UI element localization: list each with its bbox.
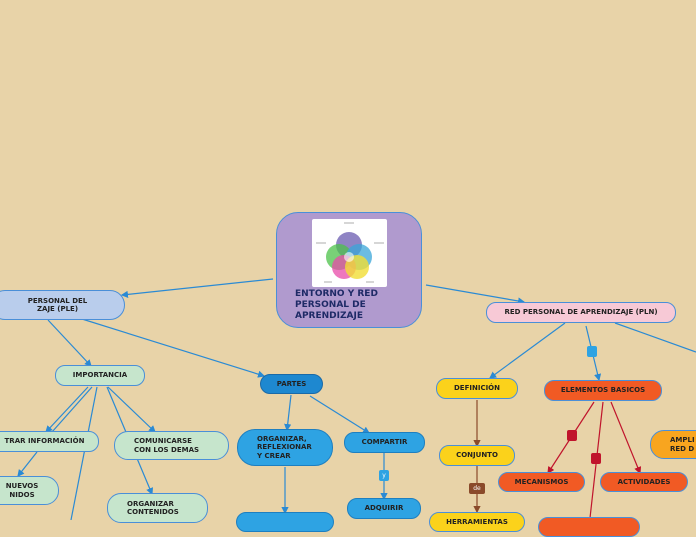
- pln-label: RED PERSONAL DE APRENDIZAJE (PLN): [504, 308, 658, 317]
- filtrar-informacion-node[interactable]: TRAR INFORMACIÓN: [0, 431, 99, 452]
- nuevos-contenidos-node[interactable]: NUEVOS NIDOS: [0, 476, 59, 505]
- elementos-basicos-label: ELEMENTOS BASICOS: [560, 386, 646, 395]
- partial-orange-node[interactable]: [538, 517, 640, 537]
- definicion-label: DEFINICIÓN: [454, 384, 500, 393]
- mecanismos-label: MECANISMOS: [514, 477, 569, 486]
- pln-node[interactable]: RED PERSONAL DE APRENDIZAJE (PLN): [486, 302, 676, 323]
- compartir-label: COMPARTIR: [361, 438, 408, 447]
- actividades-node[interactable]: ACTIVIDADES: [600, 472, 688, 492]
- comunicarse-node[interactable]: COMUNICARSE CON LOS DEMAS: [114, 431, 229, 460]
- collage-image: [312, 219, 387, 287]
- importancia-label: IMPORTANCIA: [72, 371, 128, 380]
- compartir-node[interactable]: COMPARTIR: [344, 432, 425, 453]
- de-connector-label: de: [469, 483, 485, 494]
- definicion-node[interactable]: DEFINICIÓN: [436, 378, 518, 399]
- ple-node[interactable]: PERSONAL DEL ZAJE (PLE): [0, 290, 125, 320]
- organizar-contenidos-label: ORGANIZAR CONTENIDOS: [127, 499, 179, 516]
- filtrar-informacion-label: TRAR INFORMACIÓN: [4, 437, 85, 446]
- pln-connector-tag: [587, 346, 597, 357]
- partes-node[interactable]: PARTES: [260, 374, 323, 394]
- partes-label: PARTES: [276, 379, 307, 388]
- comunicarse-label: COMUNICARSE CON LOS DEMAS: [134, 437, 200, 454]
- central-title: ENTORNO Y RED PERSONAL DE APRENDIZAJE: [295, 289, 378, 321]
- mecanismos-node[interactable]: MECANISMOS: [498, 472, 585, 492]
- nuevos-contenidos-label: NUEVOS NIDOS: [5, 482, 39, 499]
- actividades-label: ACTIVIDADES: [617, 477, 671, 486]
- partial-blue-node[interactable]: [236, 512, 334, 532]
- y-connector-label: y: [379, 470, 389, 481]
- organizar-contenidos-node[interactable]: ORGANIZAR CONTENIDOS: [107, 493, 208, 523]
- adquirir-label: ADQUIRIR: [364, 504, 404, 513]
- ampliar-red-node[interactable]: AMPLI RED D: [650, 430, 696, 459]
- ple-label: PERSONAL DEL ZAJE (PLE): [27, 296, 88, 313]
- organizar-reflexionar-crear-node[interactable]: ORGANIZAR, REFLEXIONAR Y CREAR: [237, 429, 333, 466]
- organizar-reflexionar-crear-label: ORGANIZAR, REFLEXIONAR Y CREAR: [257, 434, 312, 460]
- herramientas-node[interactable]: HERRAMIENTAS: [429, 512, 525, 532]
- herramientas-label: HERRAMIENTAS: [446, 518, 508, 526]
- elementos-connector-tag-middle: [591, 453, 601, 464]
- importancia-node[interactable]: IMPORTANCIA: [55, 365, 145, 386]
- elementos-basicos-node[interactable]: ELEMENTOS BASICOS: [544, 380, 662, 401]
- conjunto-label: CONJUNTO: [456, 451, 498, 460]
- adquirir-node[interactable]: ADQUIRIR: [347, 498, 421, 519]
- ampliar-red-label: AMPLI RED D: [670, 436, 695, 453]
- elementos-connector-tag-left: [567, 430, 577, 441]
- central-topic-node[interactable]: ENTORNO Y RED PERSONAL DE APRENDIZAJE: [276, 212, 422, 328]
- conjunto-node[interactable]: CONJUNTO: [439, 445, 515, 466]
